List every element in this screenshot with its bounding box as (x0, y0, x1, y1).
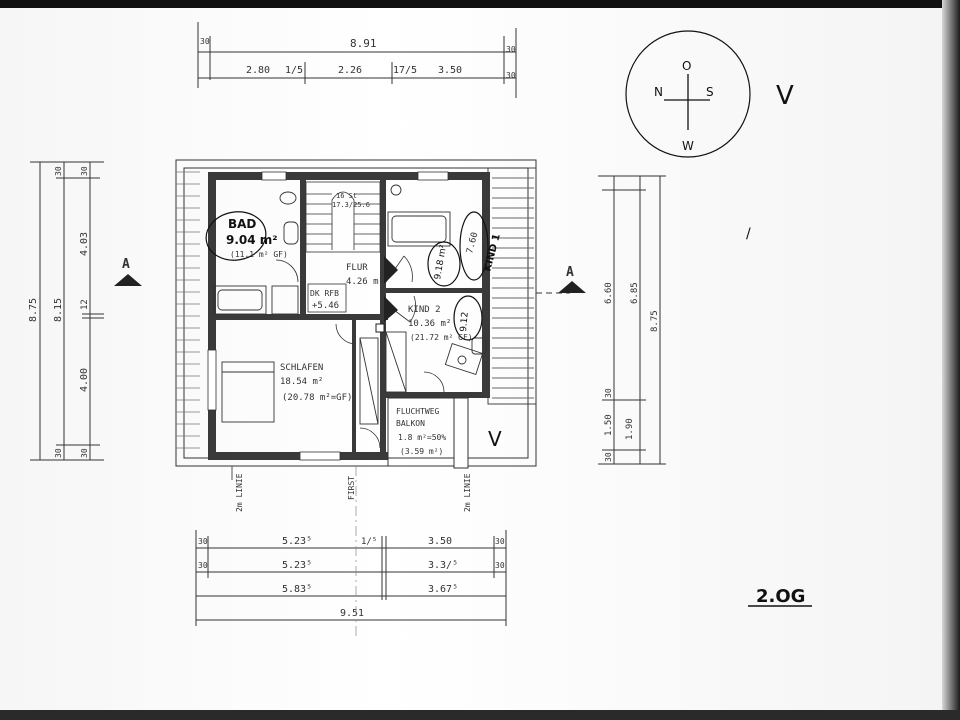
left-bot-30a: 30 (54, 448, 63, 458)
compass-s: S (706, 85, 714, 99)
left-top-30a: 30 (54, 166, 63, 176)
section-left-label: A (122, 257, 130, 272)
scan-edge-top (0, 0, 960, 8)
top-end-right-label: 30 (506, 45, 516, 54)
bad-gf: (11.1 m² GF) (230, 250, 288, 259)
top-seg5-label: 3.50 (438, 65, 462, 76)
line-mid-label: FIRST (347, 476, 356, 500)
bottom-row3-b: 3.67⁵ (428, 584, 458, 595)
check-mark-top: V (776, 81, 794, 111)
top-dimension-chain (197, 22, 517, 98)
right-a-label: 6.60 (604, 282, 614, 304)
right-c-label: 1.50 (604, 414, 614, 436)
top-end-right2-label: 30 (506, 71, 516, 80)
compass-o: O (682, 59, 691, 73)
top-end-left-label: 30 (200, 37, 210, 46)
top-total-label: 8.91 (350, 37, 377, 50)
right-total-label: 8.75 (650, 310, 660, 332)
bottom-row2-b: 3.3/⁵ (428, 560, 458, 571)
dk-label: DK RFB (310, 289, 339, 298)
section-right-label: A (566, 265, 574, 280)
kind1-hand: 9.18 m² (433, 244, 449, 281)
bathroom-fixtures (213, 184, 451, 315)
hand-annotation-circles (205, 30, 751, 341)
compass-n: N (654, 85, 663, 99)
balcony (387, 397, 469, 469)
stair-label-a: 16 St (336, 192, 357, 200)
dk-value: +5.46 (312, 301, 339, 311)
left-inner-label: 8.15 (53, 298, 64, 322)
balkon-gf: (3.59 m²) (400, 447, 443, 456)
left-upper-label: 4.03 (79, 232, 90, 256)
balkon-line1: FLUCHTWEG (396, 407, 440, 416)
kind2-area: 10.36 m² (408, 319, 451, 329)
dk-box (307, 283, 347, 313)
stair-label-b: 17.3/25.6 (332, 201, 370, 209)
kind1-area: 7.60 (465, 231, 480, 255)
right-30b: 30 (604, 452, 613, 462)
stray-tick: / (746, 226, 751, 242)
bottom-30b: 30 (198, 561, 208, 570)
bottom-30c: 30 (495, 537, 505, 546)
windows (207, 171, 449, 461)
bottom-row1-b: 1/⁵ (361, 537, 377, 547)
line-left-label: 2m LINIE (235, 473, 244, 512)
flur-area: 4.26 m² (346, 277, 384, 287)
floor-label: 2.OG (756, 586, 805, 607)
left-dimension-chain (30, 161, 104, 461)
kind2-gf: (21.72 m² GF) (410, 333, 473, 342)
top-seg4-label: 17/5 (393, 65, 417, 76)
left-bot-30b: 30 (80, 448, 89, 458)
right-d-label: 1.90 (625, 418, 635, 440)
top-seg2-label: 1/5 (285, 65, 303, 76)
right-dimension-chain (598, 175, 666, 465)
section-marker-left (114, 274, 142, 286)
bedroom-furniture (221, 331, 487, 425)
bottom-row2-a: 5.23⁵ (282, 560, 312, 571)
kind2-hand: 9.12 (459, 311, 471, 332)
schlafen-area: 18.54 m² (280, 377, 323, 387)
kind2-name: KIND 2 (408, 305, 441, 315)
left-eave-hatch (176, 171, 200, 449)
check-mark-balcony: V (488, 427, 502, 451)
staircase (305, 181, 381, 253)
top-seg1-label: 2.80 (246, 65, 270, 76)
left-mid-label: 12 (80, 299, 90, 310)
bottom-row1-a: 5.23⁵ (282, 536, 312, 547)
top-seg3-label: 2.26 (338, 65, 362, 76)
right-roof-hatch (487, 167, 537, 405)
bottom-dimension-chain (195, 530, 507, 626)
line-right-label: 2m LINIE (463, 473, 472, 512)
balkon-line2: BALKON (396, 419, 425, 428)
left-total-label: 8.75 (28, 298, 39, 322)
left-lower-label: 4.00 (79, 368, 90, 392)
compass-w: W (682, 139, 694, 153)
right-30a: 30 (604, 388, 613, 398)
bottom-30a: 30 (198, 537, 208, 546)
bad-area: 9.04 m² (226, 233, 278, 247)
balkon-area: 1.8 m²=50% (398, 433, 446, 442)
bottom-row3-a: 5.83⁵ (282, 584, 312, 595)
bad-name: BAD (228, 217, 256, 231)
bottom-total-label: 9.51 (340, 608, 364, 619)
left-top-30b: 30 (80, 166, 89, 176)
section-marker-right (558, 281, 586, 293)
schlafen-gf: (20.78 m²=GF) (282, 393, 352, 403)
flur-name: FLUR (346, 263, 368, 273)
scan-edge-bottom (0, 710, 960, 720)
bottom-row1-c: 3.50 (428, 536, 452, 547)
compass-icon (664, 74, 710, 130)
shaft-elements (375, 256, 398, 333)
walls (208, 172, 490, 460)
right-b-label: 6.85 (630, 282, 640, 304)
schlafen-name: SCHLAFEN (280, 363, 323, 373)
bottom-30d: 30 (495, 561, 505, 570)
scan-edge-right (942, 0, 960, 720)
